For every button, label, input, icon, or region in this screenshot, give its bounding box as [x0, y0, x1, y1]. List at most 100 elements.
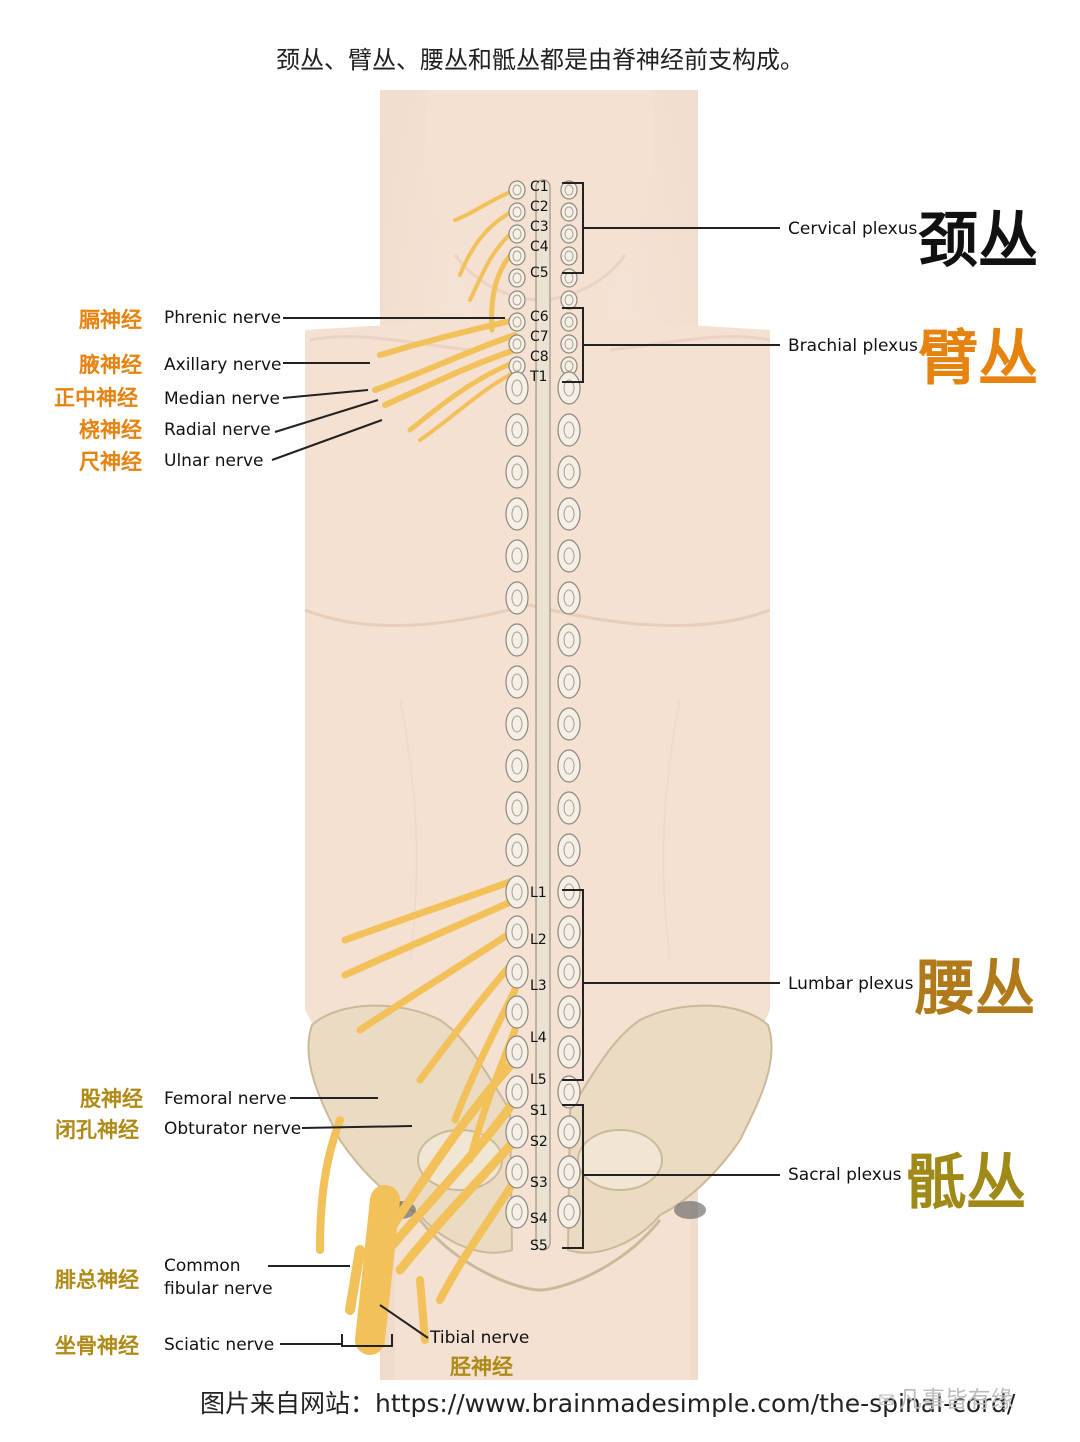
vertebra-canal-left-7 [512, 338, 522, 350]
vertebra-canal-left-23 [511, 963, 523, 981]
vertebra-left-7 [508, 334, 526, 354]
vertebra-canal-right-24 [563, 1003, 575, 1021]
vertebra-left-28 [505, 1155, 529, 1189]
vertebra-canal-left-1 [512, 206, 522, 218]
vertebra-canal-right-1 [564, 206, 574, 218]
vertebra-canal-left-13 [511, 547, 523, 565]
vertebra-canal-left-18 [511, 757, 523, 775]
tibial-nerve-zh: 胫神经 [450, 1355, 513, 1379]
vertebra-canal-left-29 [511, 1203, 523, 1221]
femoral-nerve-label: Femoral nerve [164, 1089, 287, 1109]
vertebra-left-12 [505, 497, 529, 531]
vertebra-canal-left-12 [511, 505, 523, 523]
vertebra-canal-left-20 [511, 841, 523, 859]
vertebra-left-10 [505, 413, 529, 447]
vertebra-right-18 [557, 749, 581, 783]
common-fibular-nerve-zh: 腓总神经 [55, 1268, 139, 1292]
vertebra-canal-right-8 [564, 360, 574, 372]
vertebra-canal-right-21 [563, 883, 575, 901]
vertebra-canal-left-16 [511, 673, 523, 691]
segment-label-c7: C7 [530, 329, 549, 345]
vertebra-left-24 [505, 995, 529, 1029]
segment-label-c1: C1 [530, 179, 549, 195]
vertebra-canal-left-0 [512, 184, 522, 196]
vertebra-left-29 [505, 1195, 529, 1229]
common-fibular-nerve-label-line2: fibular nerve [164, 1279, 273, 1299]
vertebra-canal-right-5 [564, 294, 574, 306]
vertebra-left-19 [505, 791, 529, 825]
top-caption: 颈丛、臂丛、腰丛和骶丛都是由脊神经前支构成。 [276, 46, 804, 74]
vertebra-left-9 [505, 371, 529, 405]
vertebra-left-15 [505, 623, 529, 657]
vertebra-canal-right-15 [563, 631, 575, 649]
axillary-nerve-zh: 腋神经 [79, 353, 142, 377]
vertebra-canal-left-26 [511, 1083, 523, 1101]
vertebra-right-4 [560, 268, 578, 288]
axillary-nerve-label: Axillary nerve [164, 355, 282, 375]
vertebra-canal-left-25 [511, 1043, 523, 1061]
vertebra-canal-right-0 [564, 184, 574, 196]
brachial-plexus-label: Brachial plexus [788, 336, 918, 356]
vertebra-right-22 [557, 915, 581, 949]
vertebra-canal-right-14 [563, 589, 575, 607]
vertebra-right-27 [557, 1115, 581, 1149]
plexus-brackets [562, 182, 780, 1249]
segment-label-s2: S2 [530, 1134, 548, 1150]
vertebra-left-1 [508, 202, 526, 222]
vertebra-canal-left-15 [511, 631, 523, 649]
vertebrae-group [505, 180, 581, 1229]
vertebra-canal-right-23 [563, 963, 575, 981]
vertebra-left-21 [505, 875, 529, 909]
lumbar-plexus-label: Lumbar plexus [788, 974, 914, 994]
vertebra-left-22 [505, 915, 529, 949]
vertebra-right-1 [560, 202, 578, 222]
vertebra-canal-left-8 [512, 360, 522, 372]
vertebra-canal-right-26 [563, 1083, 575, 1101]
vertebra-left-23 [505, 955, 529, 989]
vertebra-left-25 [505, 1035, 529, 1069]
vertebra-canal-right-6 [564, 316, 574, 328]
cervical-plexus-zh: 颈丛 [918, 206, 1038, 276]
vertebra-right-24 [557, 995, 581, 1029]
segment-label-l5: L5 [530, 1072, 547, 1088]
sciatic-nerve-label: Sciatic nerve [164, 1335, 275, 1355]
vertebra-canal-left-14 [511, 589, 523, 607]
spinal-column [535, 179, 551, 1251]
vertebra-right-3 [560, 246, 578, 266]
vertebra-left-27 [505, 1115, 529, 1149]
vertebra-canal-left-27 [511, 1123, 523, 1141]
vertebra-right-5 [560, 290, 578, 310]
vertebra-canal-right-20 [563, 841, 575, 859]
vertebra-left-3 [508, 246, 526, 266]
vertebra-right-28 [557, 1155, 581, 1189]
radial-nerve-zh: 桡神经 [79, 418, 142, 442]
source-caption: 图片来自网站：https://www.brainmadesimple.com/t… [200, 1389, 1016, 1418]
vertebra-right-15 [557, 623, 581, 657]
median-nerve-zh: 正中神经 [54, 386, 138, 410]
segment-label-l2: L2 [530, 932, 547, 948]
segment-label-l3: L3 [530, 978, 547, 994]
vertebra-canal-left-19 [511, 799, 523, 817]
vertebra-right-17 [557, 707, 581, 741]
phrenic-nerve-zh: 膈神经 [79, 308, 142, 332]
vertebra-canal-left-21 [511, 883, 523, 901]
vertebra-canal-left-22 [511, 923, 523, 941]
sacral-plexus-zh: 骶丛 [906, 1148, 1026, 1218]
vertebra-canal-left-28 [511, 1163, 523, 1181]
phrenic-nerve-label: Phrenic nerve [164, 308, 282, 328]
tibial-nerve-label: Tibial nerve [430, 1328, 530, 1348]
vertebra-canal-right-25 [563, 1043, 575, 1061]
vertebra-right-12 [557, 497, 581, 531]
vertebra-canal-right-2 [564, 228, 574, 240]
vertebra-canal-right-17 [563, 715, 575, 733]
vertebra-left-2 [508, 224, 526, 244]
vertebra-right-0 [560, 180, 578, 200]
segment-label-c4: C4 [530, 239, 549, 255]
common-fibular-nerve-label-line1: Common [164, 1256, 241, 1276]
vertebra-canal-right-11 [563, 463, 575, 481]
vertebra-right-13 [557, 539, 581, 573]
median-nerve-label: Median nerve [164, 389, 280, 409]
vertebra-canal-left-4 [512, 272, 522, 284]
vertebra-right-10 [557, 413, 581, 447]
